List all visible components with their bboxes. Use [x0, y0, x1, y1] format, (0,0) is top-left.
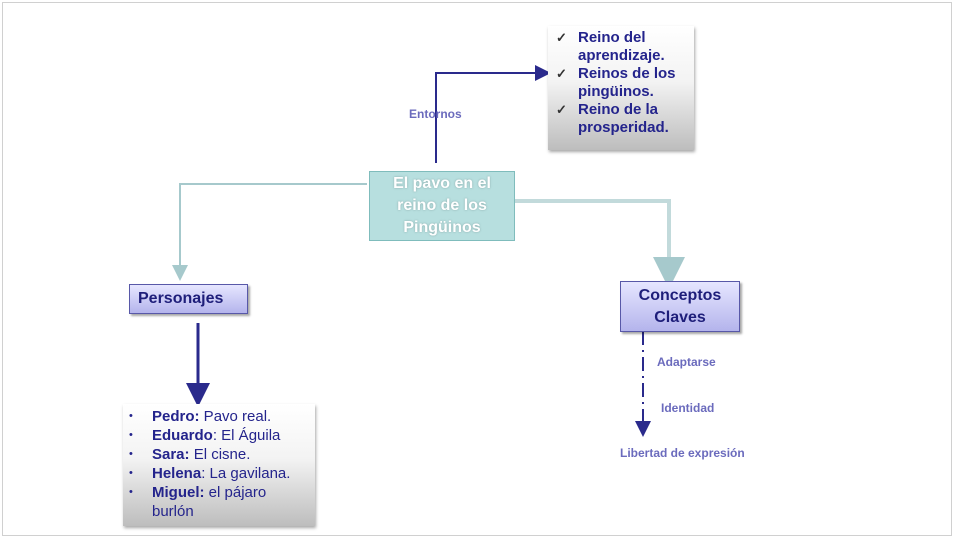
list-item: • Helena: La gavilana.: [129, 464, 311, 483]
list-item: • Pedro: Pavo real.: [129, 407, 311, 426]
bullet-icon: •: [129, 429, 133, 441]
entornos-label: Entornos: [409, 107, 462, 121]
characters-list-box: • Pedro: Pavo real. • Eduardo: El Águila…: [123, 404, 315, 526]
character-name: Helena: [152, 465, 202, 482]
character-name: Eduardo: [152, 427, 213, 444]
bullet-icon: •: [129, 410, 133, 422]
check-icon: ✓: [556, 30, 567, 45]
arrow-to-entornos: [435, 65, 551, 163]
concept-libertad: Libertad de expresión: [620, 446, 745, 460]
personajes-box: Personajes: [129, 284, 248, 314]
character-name: Sara:: [152, 446, 190, 463]
concept-adaptarse: Adaptarse: [657, 355, 716, 369]
bullet-icon: •: [129, 486, 133, 498]
conceptos-label: Conceptos Claves: [638, 286, 722, 326]
bullet-icon: •: [129, 448, 133, 460]
list-item: • Sara: El cisne.: [129, 445, 311, 464]
list-item: ✓ Reino del aprendizaje.: [556, 29, 690, 65]
character-desc: : La gavilana.: [201, 465, 291, 482]
bullet-icon: •: [129, 467, 133, 479]
character-desc: El cisne.: [189, 446, 251, 463]
list-item-text: Reinos de los pingüinos.: [578, 65, 676, 100]
list-item: • Miguel: el pájaro burlón: [129, 483, 311, 521]
list-item: ✓ Reinos de los pingüinos.: [556, 65, 690, 101]
central-topic-box: El pavo en el reino de los Pingüinos: [369, 171, 515, 241]
arrow-to-personajes: [172, 183, 367, 281]
connector-lines: [172, 65, 685, 437]
arrow-to-conceptos: [513, 199, 685, 289]
list-item-text: Reino de la prosperidad.: [578, 101, 669, 136]
concept-identidad: Identidad: [661, 401, 715, 415]
entornos-list-box: ✓ Reino del aprendizaje. ✓ Reinos de los…: [548, 26, 694, 150]
character-desc: Pavo real.: [199, 408, 272, 425]
check-icon: ✓: [556, 102, 567, 117]
conceptos-box: Conceptos Claves: [620, 281, 740, 332]
character-desc: : El Águila: [212, 427, 281, 444]
character-desc: el pájaro burlón: [152, 484, 267, 520]
list-item-text: Reino del aprendizaje.: [578, 29, 665, 64]
list-item: ✓ Reino de la prosperidad.: [556, 101, 690, 137]
list-item: • Eduardo: El Águila: [129, 426, 311, 445]
check-icon: ✓: [556, 66, 567, 81]
character-name: Pedro:: [152, 408, 200, 425]
character-name: Miguel:: [152, 484, 205, 501]
personajes-label: Personajes: [138, 290, 224, 307]
central-topic-title: El pavo en el reino de los Pingüinos: [393, 175, 491, 236]
